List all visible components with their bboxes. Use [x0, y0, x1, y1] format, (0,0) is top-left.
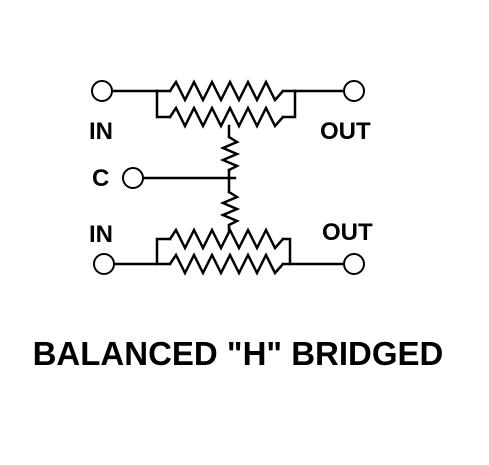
wire-bottom-upper-right: [281, 237, 292, 266]
wire-top-bridge-left: [155, 89, 172, 119]
terminal-in-top: [91, 80, 113, 102]
resistor-center-upper: [219, 135, 241, 172]
resistor-top-upper: [168, 79, 285, 103]
label-out-bottom: OUT: [322, 219, 373, 246]
wire-top-bridge-right: [281, 89, 297, 119]
resistor-top-lower: [168, 105, 285, 129]
label-out-top: OUT: [320, 118, 371, 145]
resistor-bottom-lower: [168, 252, 285, 276]
terminal-in-bottom: [93, 253, 115, 275]
terminal-out-top: [343, 80, 365, 102]
label-in-bottom: IN: [89, 221, 113, 248]
resistor-center-lower: [219, 190, 241, 227]
terminal-common: [122, 167, 144, 189]
label-in-top: IN: [89, 118, 113, 145]
wire-bottom-upper-left: [155, 237, 172, 266]
label-common: C: [92, 165, 109, 192]
diagram-caption: BALANCED "H" BRIDGED: [33, 335, 444, 372]
terminal-out-bottom: [343, 253, 365, 275]
resistor-bottom-upper: [168, 227, 285, 251]
